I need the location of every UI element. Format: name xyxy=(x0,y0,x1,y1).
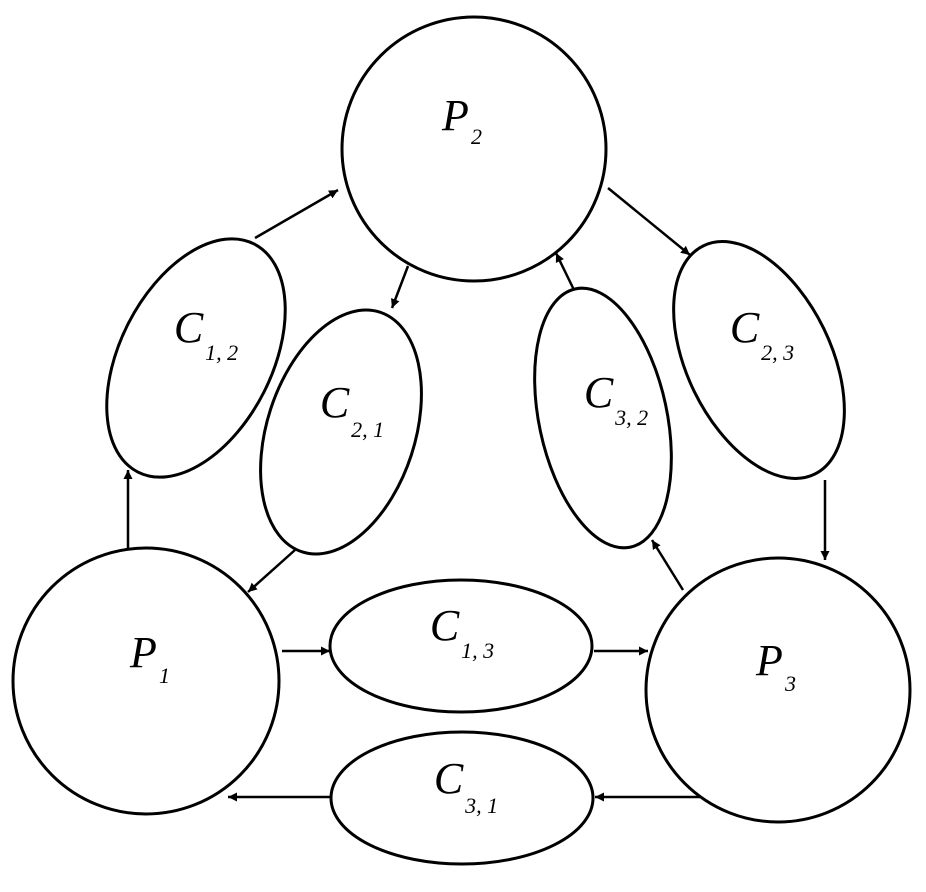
channel-c12-label: C1, 2 xyxy=(174,303,238,365)
process-node-p1: P1 xyxy=(11,546,281,816)
channel-node-c23: C2, 3 xyxy=(672,240,846,480)
channel-node-c21: C2, 1 xyxy=(259,308,423,556)
channel-node-c12: C1, 2 xyxy=(105,237,287,479)
arrow-c12-to-p2 xyxy=(254,188,339,240)
channel-c12-ellipse xyxy=(105,237,287,479)
process-node-p3: P3 xyxy=(644,556,912,824)
process-p3-circle xyxy=(644,556,912,824)
channel-node-c32: C3, 2 xyxy=(533,286,673,550)
arrow-p3-to-c32 xyxy=(650,539,685,591)
channel-c23-label: C2, 3 xyxy=(730,303,794,365)
channel-c21-label: C2, 1 xyxy=(320,378,384,442)
channel-c32-ellipse xyxy=(533,286,673,550)
channel-node-c13: C1, 3 xyxy=(328,578,594,714)
arrow-p2-to-c21 xyxy=(390,265,410,309)
channel-c31-label: C3, 1 xyxy=(434,754,498,818)
channel-c32-label: C3, 2 xyxy=(584,368,648,430)
channel-c13-label: C1, 3 xyxy=(430,601,494,663)
arrow-c21-to-p1 xyxy=(247,549,296,593)
process-p2-circle xyxy=(340,15,608,283)
process-p1-circle xyxy=(11,546,281,816)
channel-c13-ellipse xyxy=(328,578,594,714)
process-p1-label: P1 xyxy=(129,628,170,688)
channel-c23-ellipse xyxy=(672,240,846,480)
channel-c21-ellipse xyxy=(259,308,423,556)
process-p3-label: P3 xyxy=(755,636,796,696)
process-node-p2: P2 xyxy=(340,15,608,283)
arrow-c32-to-p2 xyxy=(554,252,577,293)
channel-c31-ellipse xyxy=(329,730,595,866)
arrow-p2-to-c23 xyxy=(607,187,691,256)
channel-node-c31: C3, 1 xyxy=(329,730,595,866)
process-p2-label: P2 xyxy=(441,91,482,149)
edges xyxy=(123,187,830,802)
